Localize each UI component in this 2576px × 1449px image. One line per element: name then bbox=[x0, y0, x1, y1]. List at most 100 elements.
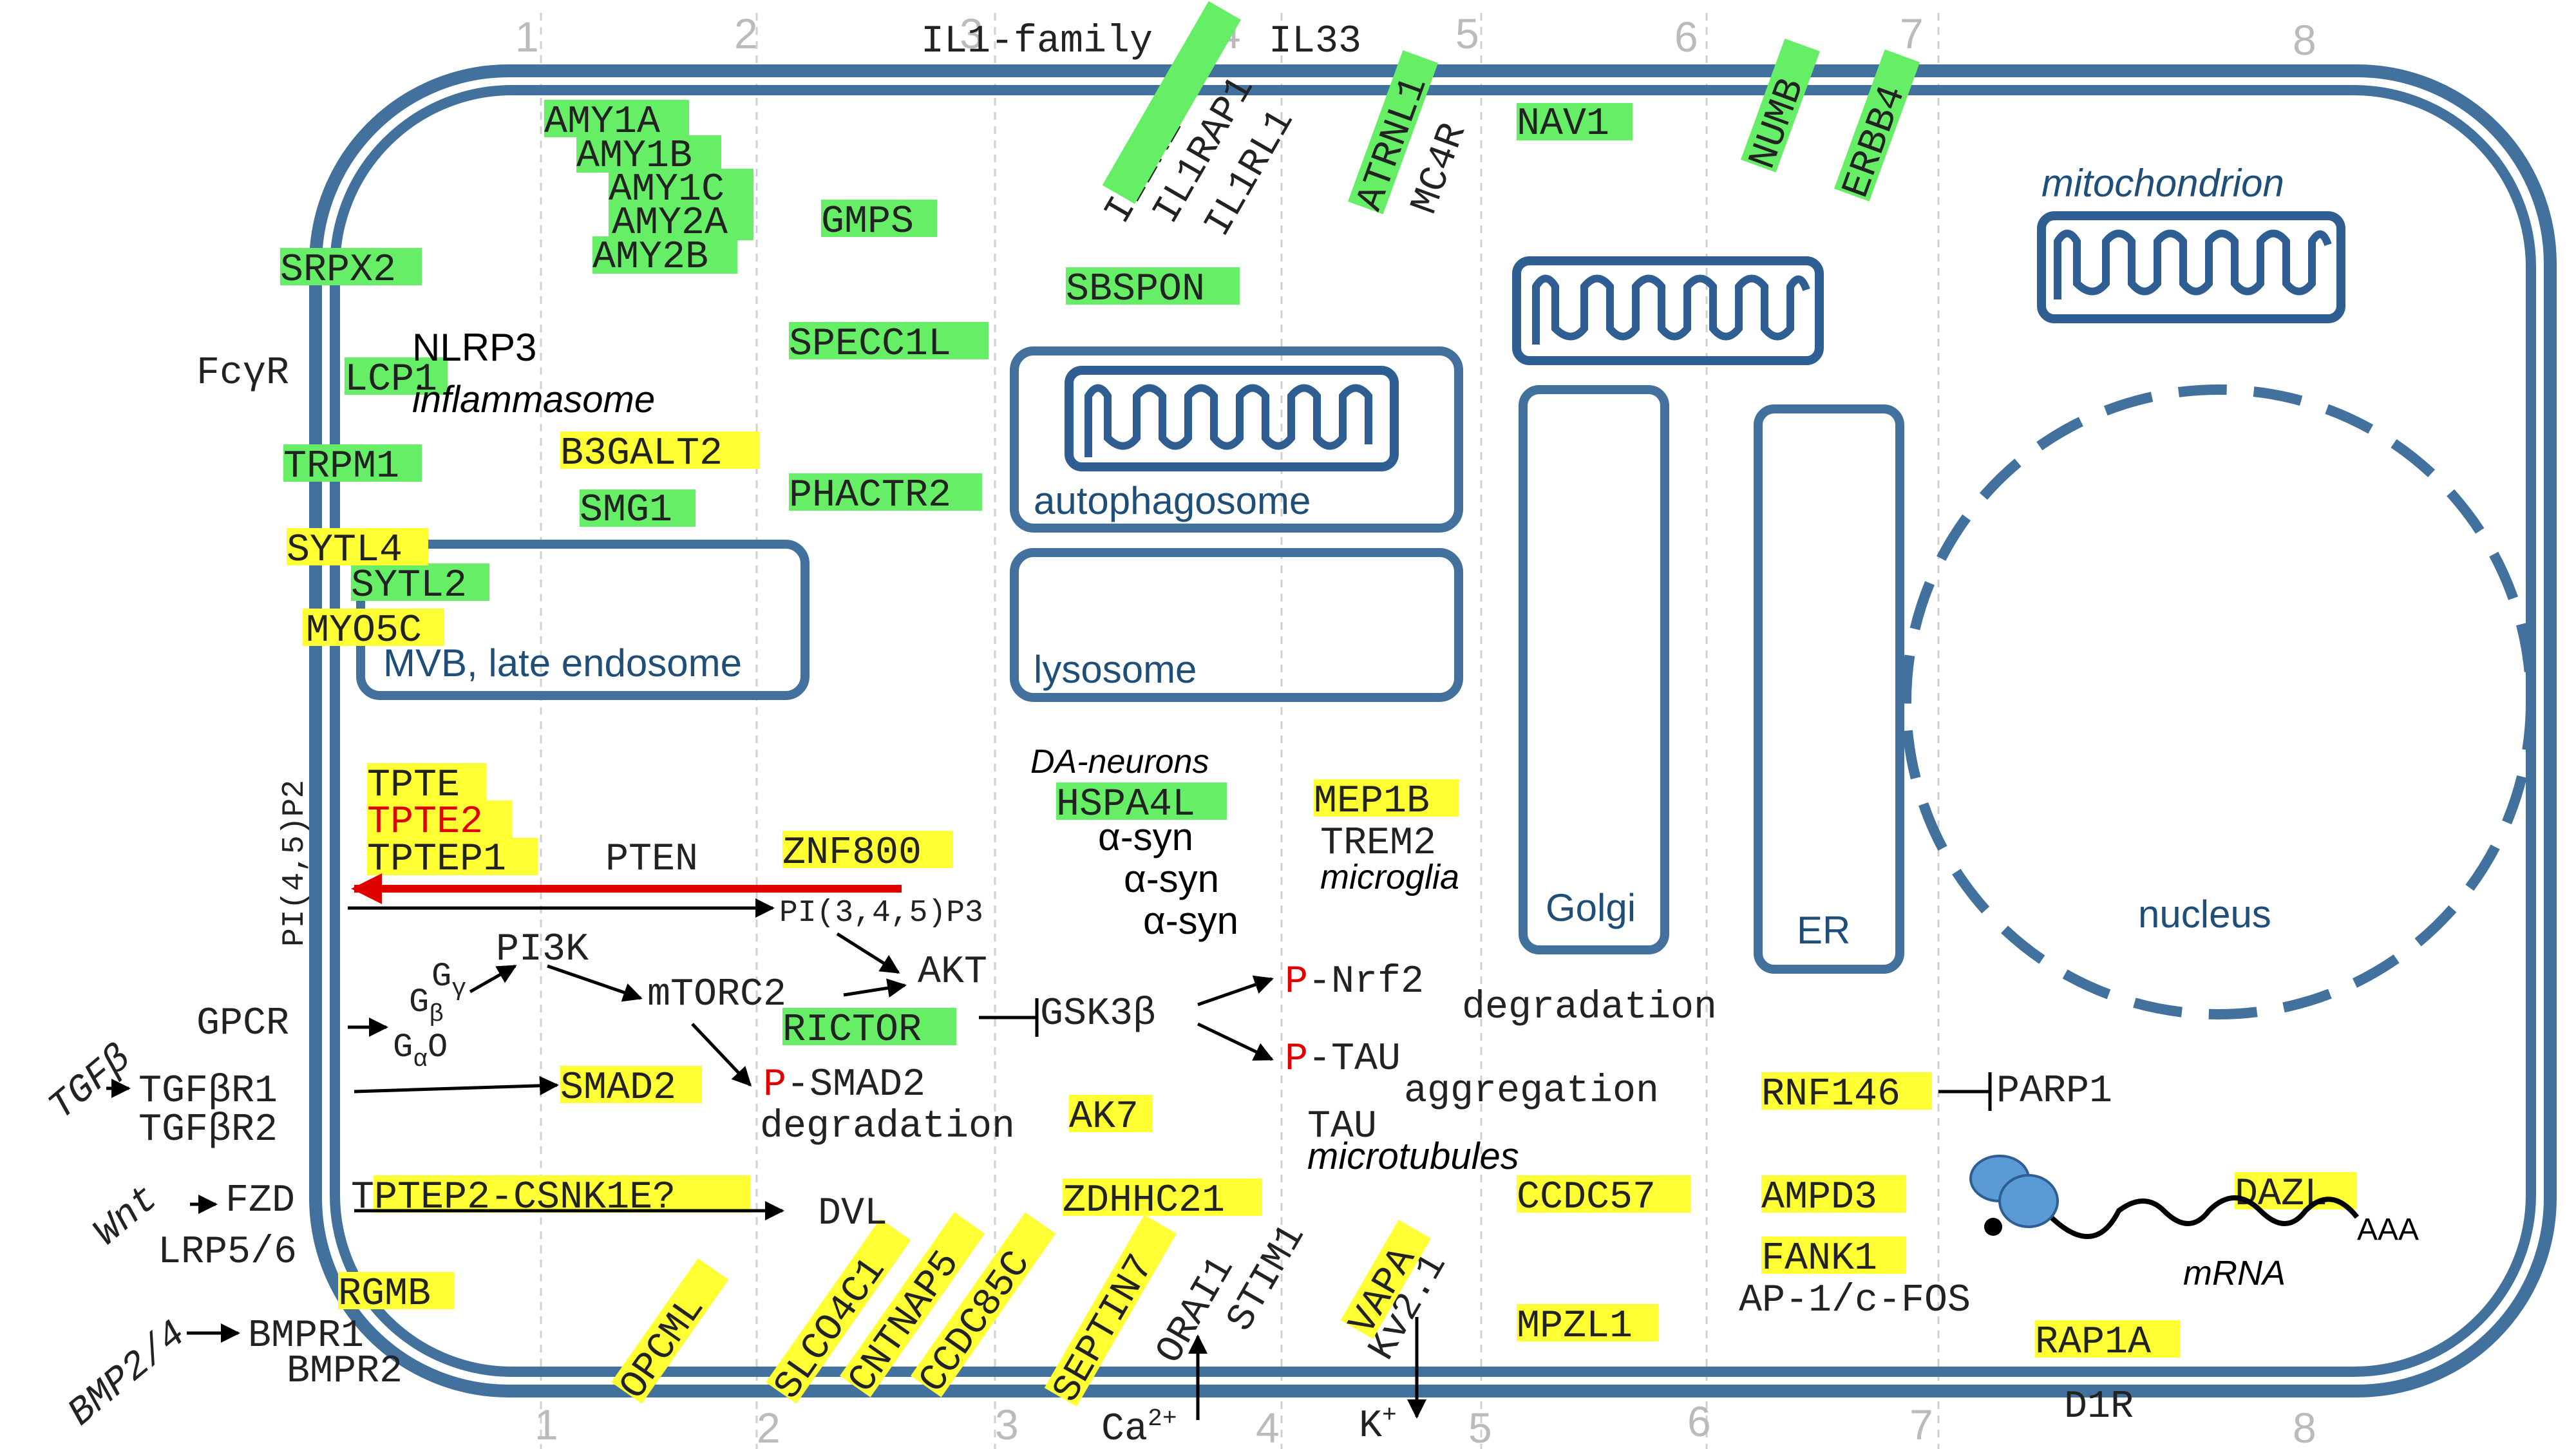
trem2-label: TREM2 bbox=[1320, 822, 1436, 866]
gene-ampd3: AMPD3 bbox=[1761, 1176, 1877, 1220]
bmpr1-label: BMPR1 bbox=[248, 1314, 364, 1358]
gene-nav1: NAV1 bbox=[1517, 102, 1609, 146]
arrows bbox=[106, 898, 1992, 1420]
gene-mep1b: MEP1B bbox=[1314, 780, 1430, 824]
pip3-label: PI(3,4,5)P3 bbox=[779, 896, 983, 931]
lrp-label: LRP5/6 bbox=[158, 1231, 297, 1274]
gene-erbb4: ERBB4 bbox=[1835, 80, 1915, 204]
gene-tpte2: TPTE2 bbox=[367, 800, 483, 844]
grid-number: 1 bbox=[535, 1401, 558, 1448]
microglia-label: microglia bbox=[1320, 858, 1459, 896]
da-neurons-label: DA-neurons bbox=[1030, 743, 1209, 781]
yellow-genes: B3GALT2 SYTL4 MYO5C TPTE TPTE2 TPTEP1 ZN… bbox=[287, 431, 2357, 1410]
nlrp3-label: NLRP3 bbox=[412, 326, 536, 369]
g-beta-label: Gβ bbox=[409, 983, 444, 1028]
lysosome: lysosome bbox=[1010, 548, 1463, 702]
wnt-label: Wnt bbox=[86, 1177, 167, 1256]
gene-gmps: GMPS bbox=[821, 200, 914, 244]
gene-fank1: FANK1 bbox=[1761, 1237, 1877, 1281]
il33-label: IL33 bbox=[1269, 20, 1361, 64]
gene-rap1a: RAP1A bbox=[2035, 1321, 2151, 1365]
gene-hspa4l: HSPA4L bbox=[1056, 783, 1195, 827]
grid-number: 8 bbox=[2293, 1404, 2316, 1449]
mvb-label: MVB, late endosome bbox=[383, 641, 742, 685]
grid-number: 5 bbox=[1468, 1404, 1492, 1449]
grid-number: 2 bbox=[734, 10, 758, 57]
g-gamma-label: Gγ bbox=[431, 958, 466, 1003]
gene-lcp1: LCP1 bbox=[345, 358, 437, 402]
asyn-label-3: α-syn bbox=[1143, 899, 1238, 942]
gene-srpx2: SRPX2 bbox=[280, 249, 396, 292]
mrna-label: mRNA bbox=[2183, 1254, 2286, 1293]
gene-amy2b: AMY2B bbox=[592, 236, 708, 279]
gene-rictor: RICTOR bbox=[782, 1009, 922, 1052]
grid-number: 7 bbox=[1900, 10, 1924, 57]
bmp-label: BMP2/4 bbox=[61, 1313, 195, 1436]
tau-aggregation-label: aggregation bbox=[1404, 1070, 1659, 1113]
gene-znf800: ZNF800 bbox=[782, 831, 922, 875]
gene-phactr2: PHACTR2 bbox=[789, 474, 951, 518]
gene-dazl: DAZL bbox=[2235, 1173, 2327, 1217]
g-alpha-label: GαO bbox=[393, 1028, 448, 1074]
grid-number: 1 bbox=[515, 13, 539, 61]
gene-sytl2: SYTL2 bbox=[351, 564, 467, 608]
nucleus-label: nucleus bbox=[2138, 893, 2271, 936]
mitochondrion-label: mitochondrion bbox=[2041, 162, 2284, 205]
inflammasome-label: inflammasome bbox=[412, 379, 655, 421]
ribosome-mrna bbox=[1969, 1155, 2360, 1239]
gene-tptep2-csnk1e: TAUTPTEP2-CSNK1E? bbox=[351, 1176, 676, 1220]
grid-numbers-bottom: 1 2 3 4 5 6 7 8 bbox=[535, 1397, 2316, 1449]
gene-specc1l: SPECC1L bbox=[789, 323, 951, 366]
gpcr-label: GPCR bbox=[196, 1002, 289, 1046]
gsk3b-label: GSK3β bbox=[1040, 992, 1156, 1036]
gene-rgmb: RGMB bbox=[338, 1273, 431, 1316]
gene-rnf146: RNF146 bbox=[1761, 1073, 1900, 1117]
fzd-label: FZD bbox=[225, 1179, 295, 1223]
nrf2-degradation-label: degradation bbox=[1462, 986, 1717, 1030]
grid-number: 8 bbox=[2293, 16, 2316, 64]
p-nrf2-label: P-Nrf2 bbox=[1285, 960, 1424, 1004]
microtubules-label: microtubules bbox=[1307, 1135, 1519, 1177]
grid-number: 2 bbox=[757, 1404, 781, 1449]
gene-ak7: AK7 bbox=[1069, 1095, 1139, 1139]
ap1-label: AP-1/c-FOS bbox=[1739, 1279, 1971, 1323]
asyn-label-1: α-syn bbox=[1098, 815, 1193, 858]
dvl-label: DVL bbox=[818, 1192, 887, 1236]
gene-tpte: TPTE bbox=[367, 764, 460, 808]
autophagosome: autophagosome bbox=[1010, 346, 1463, 533]
golgi-label: Golgi bbox=[1546, 886, 1636, 929]
il1-family-label: IL1-family bbox=[921, 20, 1153, 64]
grid-number: 4 bbox=[1256, 1404, 1280, 1449]
pip2-label: PI(4,5)P2 bbox=[278, 780, 312, 947]
atrnl1-highlight bbox=[1348, 50, 1439, 214]
p-smad2-label: P-SMAD2 bbox=[763, 1063, 925, 1107]
grid-number: 7 bbox=[1909, 1401, 1933, 1448]
d1r-label: D1R bbox=[2064, 1385, 2134, 1429]
bmpr2-label: BMPR2 bbox=[287, 1350, 402, 1394]
gene-smad2: SMAD2 bbox=[560, 1066, 676, 1110]
grid-number: 6 bbox=[1687, 1397, 1711, 1445]
pten-label: PTEN bbox=[605, 838, 698, 882]
grid-number: 6 bbox=[1674, 13, 1698, 61]
asyn-label-2: α-syn bbox=[1124, 857, 1219, 900]
er: ER bbox=[1754, 404, 1904, 974]
p-tau-label: P-TAU bbox=[1285, 1037, 1401, 1081]
gene-sytl4: SYTL4 bbox=[287, 529, 402, 573]
k-label: K+ bbox=[1359, 1402, 1397, 1448]
gene-zdhhc21: ZDHHC21 bbox=[1063, 1179, 1225, 1223]
gene-trpm1: TRPM1 bbox=[283, 445, 399, 489]
tgfbr1-label: TGFβR1 bbox=[138, 1070, 278, 1113]
tgfbr2-label: TGFβR2 bbox=[138, 1108, 278, 1152]
gene-mpzl1: MPZL1 bbox=[1517, 1305, 1633, 1349]
tgfb-label: TGFβ bbox=[41, 1037, 140, 1130]
mitochondrion-middle bbox=[1512, 256, 1824, 365]
gene-smg1: SMG1 bbox=[580, 489, 672, 533]
gene-tptep1: TPTEP1 bbox=[367, 838, 506, 882]
grid-number: 3 bbox=[995, 1401, 1019, 1448]
er-label: ER bbox=[1797, 909, 1850, 952]
akt-label: AKT bbox=[918, 951, 987, 994]
polya-label: AAA bbox=[2357, 1213, 2419, 1247]
pi3k-label: PI3K bbox=[496, 928, 589, 972]
